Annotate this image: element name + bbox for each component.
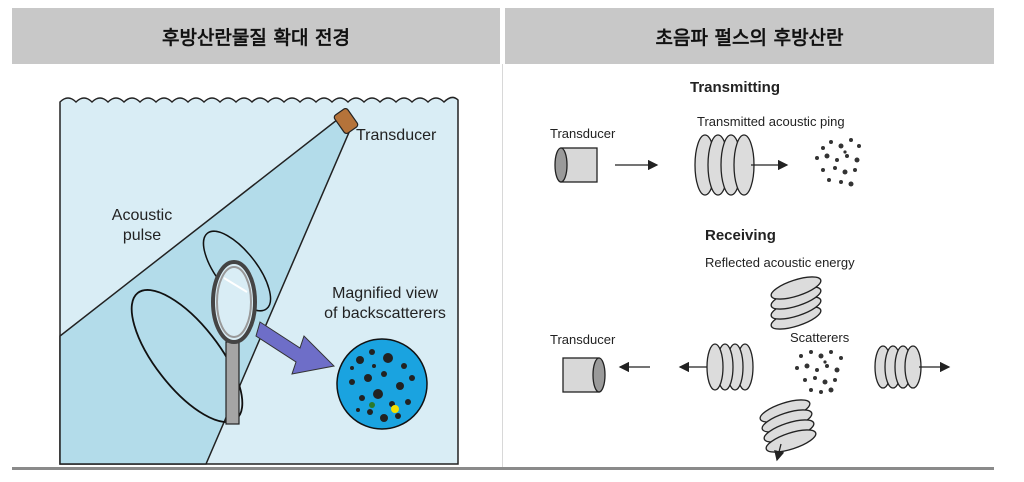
reflected-wave-top-icon [770,276,822,330]
transducer-icon [333,107,359,135]
scatterers-bottom-icon [795,350,843,394]
transmitted-ping-label: Transmitted acoustic ping [697,114,845,129]
magnifying-glass-icon [211,260,257,425]
transmitting-title: Transmitting [690,79,780,96]
receiving-title: Receiving [705,227,776,244]
transducer-top-icon [554,147,598,183]
transducer-label: Transducer [356,127,437,144]
header-ultrasonic-pulse-backscatter: 초음파 펄스의 후방산란 [505,8,994,64]
panel-divider [502,64,503,468]
reflected-energy-label: Reflected acoustic energy [705,255,855,270]
scatterers-label: Scatterers [790,330,850,345]
magnify-arrow-icon [255,321,336,375]
reflected-wave-right-icon [874,345,922,389]
acoustic-pulse-label-2: pulse [123,227,161,244]
transducer-top-label: Transducer [550,126,616,141]
right-diagram-panel: Transmitting Transmitted acoustic ping T… [505,66,994,466]
receive-arrow-down [774,443,785,462]
bottom-rule [12,467,994,470]
transducer-bottom-icon [562,357,606,393]
magnified-view-label-1: Magnified view [332,285,438,302]
acoustic-beam-diagram: Transducer Acoustic pulse Magnified view… [59,96,459,465]
magnified-backscatterers-icon [336,338,428,430]
reflected-wave-bottom-icon [759,399,817,453]
transmit-receive-diagram: Transmitting Transmitted acoustic ping T… [550,79,951,462]
magnified-view-label-2: of backscatterers [324,305,446,322]
ping-wave-icon [694,134,755,196]
reflected-wave-left-icon [706,343,754,391]
scatterers-top-icon [815,138,861,187]
transducer-bottom-label: Transducer [550,332,616,347]
acoustic-pulse-label-1: Acoustic [112,207,172,224]
header-backscatter-magnified: 후방산란물질 확대 전경 [12,8,500,64]
left-diagram-panel: Transducer Acoustic pulse Magnified view… [12,66,500,466]
